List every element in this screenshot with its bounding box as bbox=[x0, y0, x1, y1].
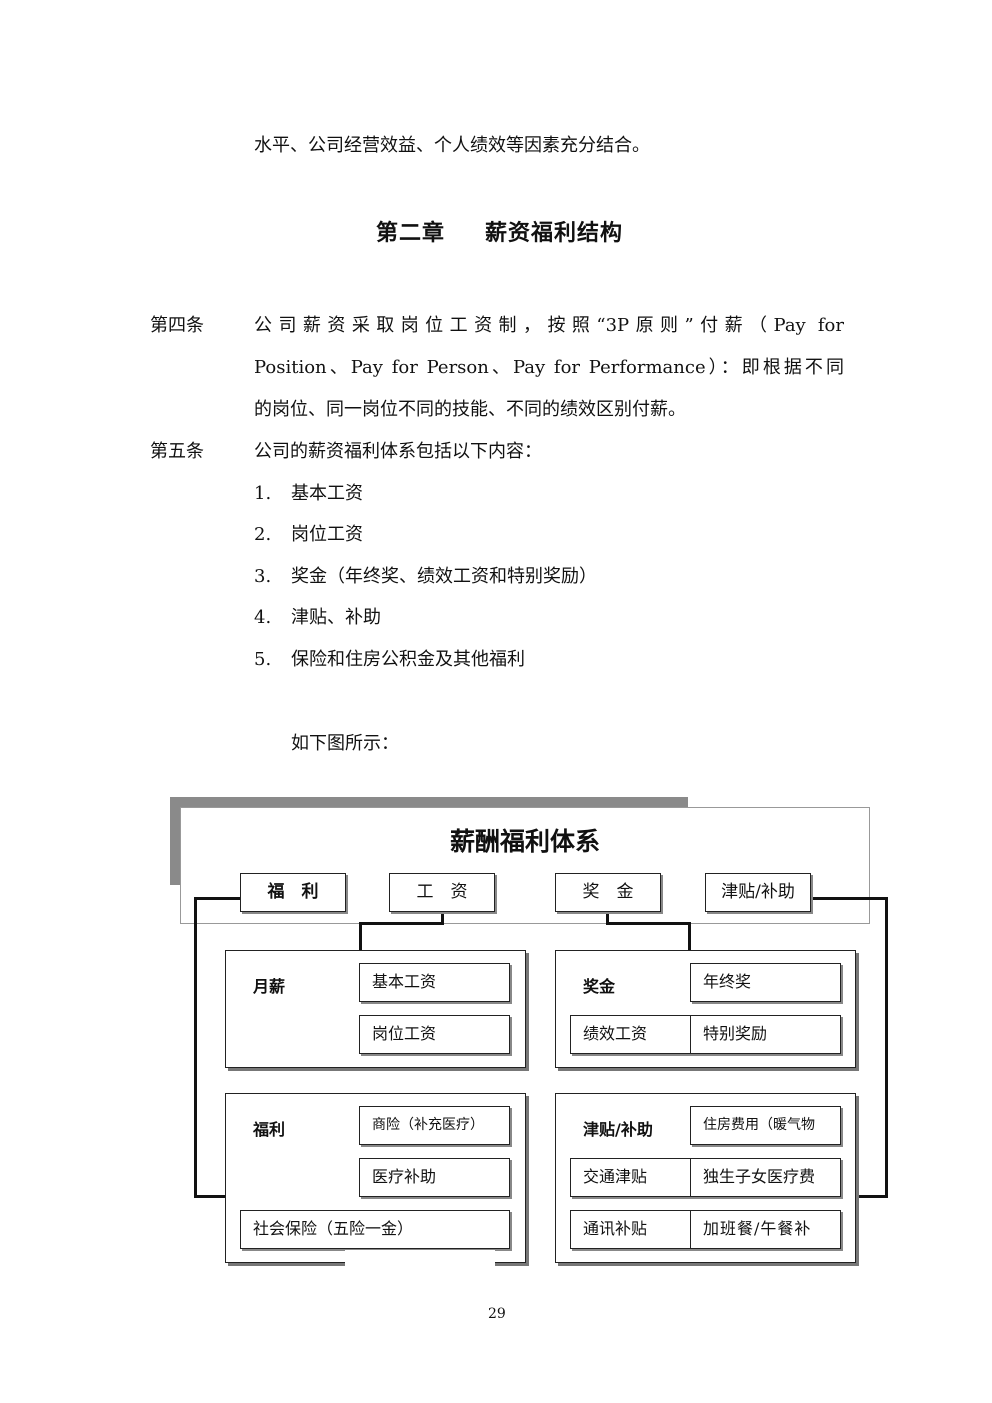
diagram-intro: 如下图所示： bbox=[291, 733, 399, 754]
monthly-salary-title: 月薪 bbox=[253, 977, 286, 996]
cell-basic-wage: 基本工资 bbox=[359, 963, 510, 1002]
label-welfare: 福 利 bbox=[240, 873, 346, 912]
cell-transport-allowance: 交通津贴 bbox=[570, 1158, 691, 1197]
list-number: 4. bbox=[254, 607, 272, 628]
salary-connector-v2 bbox=[359, 922, 362, 950]
list-text: 津贴、补助 bbox=[291, 607, 381, 628]
cell-year-end-bonus: 年终奖 bbox=[690, 963, 841, 1002]
list-item: 3. 奖金（年终奖、绩效工资和特别奖励） bbox=[254, 565, 597, 589]
list-number: 2. bbox=[254, 524, 272, 545]
bonus-connector-h bbox=[606, 922, 691, 925]
cell-communication-subsidy: 通讯补贴 bbox=[570, 1210, 691, 1249]
list-number: 5. bbox=[254, 649, 272, 670]
welfare-title: 福利 bbox=[253, 1120, 286, 1139]
chapter-number: 第二章 bbox=[376, 220, 446, 246]
chapter-title: 薪资福利结构 bbox=[485, 220, 624, 246]
left-connector-v bbox=[194, 897, 197, 1198]
diagram-title: 薪酬福利体系 bbox=[449, 827, 600, 856]
salary-connector-h bbox=[359, 922, 444, 925]
cell-commercial-insurance: 商险（补充医疗） bbox=[359, 1106, 510, 1145]
cell-only-child-medical: 独生子女医疗费 bbox=[690, 1158, 841, 1197]
cell-housing-cost: 住房费用（暖气物 bbox=[690, 1106, 841, 1145]
list-text: 岗位工资 bbox=[291, 524, 363, 545]
title-frame bbox=[180, 807, 870, 924]
list-text: 保险和住房公积金及其他福利 bbox=[291, 649, 525, 670]
left-connector-h-top bbox=[194, 897, 242, 900]
chapter-heading: 第二章 薪资福利结构 bbox=[376, 215, 623, 247]
article5-label: 第五条 bbox=[150, 441, 204, 462]
cell-position-wage: 岗位工资 bbox=[359, 1015, 510, 1054]
cell-social-insurance: 社会保险（五险一金） bbox=[240, 1210, 510, 1249]
cell-overtime-meal: 加班餐/午餐补 bbox=[690, 1210, 841, 1249]
page-number: 29 bbox=[488, 1306, 506, 1322]
title-shadow-left bbox=[170, 797, 180, 885]
white-patch bbox=[345, 1250, 495, 1268]
list-item: 4. 津贴、补助 bbox=[254, 606, 381, 630]
cell-special-award: 特别奖励 bbox=[690, 1015, 841, 1054]
article4-line2: Position、Pay for Person、Pay for Performa… bbox=[254, 357, 844, 378]
list-text: 基本工资 bbox=[291, 483, 363, 504]
salary-connector-v1 bbox=[441, 910, 444, 924]
left-connector-h-bottom bbox=[194, 1195, 226, 1198]
list-item: 2. 岗位工资 bbox=[254, 523, 363, 547]
list-item: 5. 保险和住房公积金及其他福利 bbox=[254, 648, 525, 672]
list-number: 3. bbox=[254, 566, 272, 587]
title-shadow-top bbox=[170, 797, 688, 807]
right-connector-h-top bbox=[808, 897, 888, 900]
label-allowance: 津贴/补助 bbox=[705, 873, 811, 912]
list-item: 1. 基本工资 bbox=[254, 482, 363, 506]
list-number: 1. bbox=[254, 483, 272, 504]
paragraph-continuation: 水平、公司经营效益、个人绩效等因素充分结合。 bbox=[254, 135, 650, 156]
cell-medical-subsidy: 医疗补助 bbox=[359, 1158, 510, 1197]
article4-line1: 公司薪资采取岗位工资制，按照“3P原则”付薪（Pay for bbox=[254, 315, 844, 336]
article4-label: 第四条 bbox=[150, 315, 204, 336]
label-bonus: 奖 金 bbox=[555, 873, 661, 912]
allowance-title: 津贴/补助 bbox=[583, 1120, 653, 1139]
bonus-title: 奖金 bbox=[583, 977, 616, 996]
right-connector-v bbox=[885, 897, 888, 1198]
bonus-connector-v1 bbox=[606, 910, 609, 924]
right-connector-h-bottom bbox=[857, 1195, 888, 1198]
list-text: 奖金（年终奖、绩效工资和特别奖励） bbox=[291, 566, 597, 587]
bonus-connector-v2 bbox=[688, 922, 691, 950]
cell-performance-wage: 绩效工资 bbox=[570, 1015, 691, 1054]
label-salary: 工 资 bbox=[389, 873, 495, 912]
article4-line3: 的岗位、同一岗位不同的技能、不同的绩效区别付薪。 bbox=[254, 399, 686, 420]
article5-intro: 公司的薪资福利体系包括以下内容： bbox=[254, 441, 542, 462]
